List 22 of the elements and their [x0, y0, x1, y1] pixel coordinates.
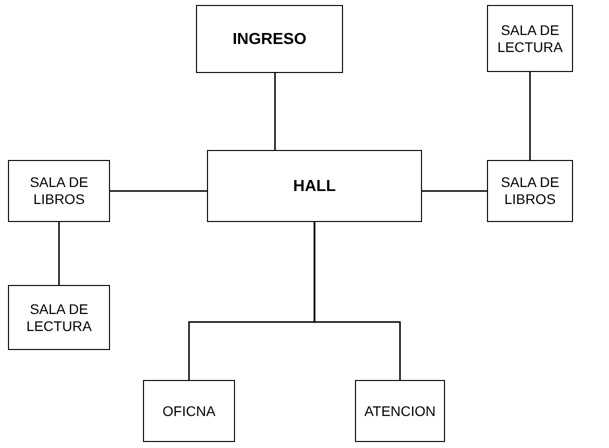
connector-line	[58, 222, 60, 285]
room-box	[487, 160, 573, 222]
connector-line	[314, 222, 401, 380]
room-label: SALA DE LIBROS	[28, 174, 90, 208]
connector-line	[274, 73, 276, 150]
room-label: SALA DE LIBROS	[500, 174, 560, 208]
connector-line	[422, 190, 487, 192]
connector-line	[110, 190, 207, 192]
room-box	[8, 285, 110, 350]
room-box	[143, 380, 235, 442]
room-label: ATENCION	[364, 402, 436, 420]
room-box	[196, 5, 343, 73]
room-label: HALL	[293, 178, 336, 194]
room-box	[487, 5, 573, 72]
room-box	[8, 160, 110, 222]
room-box	[207, 150, 422, 222]
connector-line	[529, 72, 531, 160]
room-label: SALA DE LECTURA	[496, 22, 564, 56]
room-label: OFICNA	[162, 402, 216, 420]
room-box	[355, 380, 445, 442]
room-label: INGRESO	[232, 30, 306, 48]
room-label: SALA DE LECTURA	[25, 300, 93, 334]
